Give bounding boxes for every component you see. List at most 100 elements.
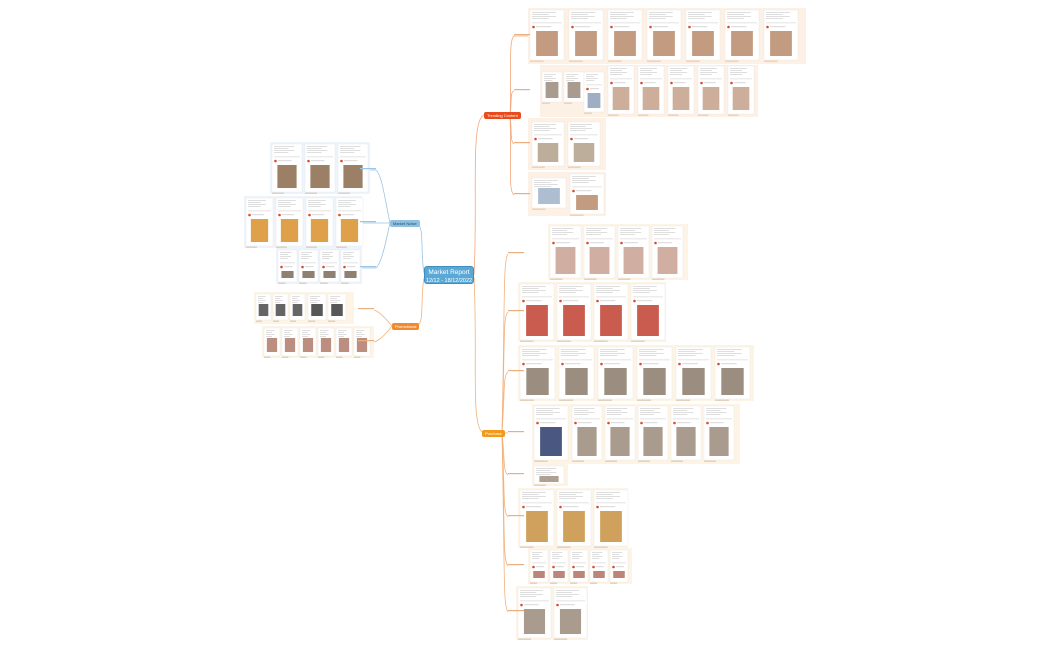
post-card[interactable] <box>724 9 760 62</box>
connector-market-noise <box>415 222 425 274</box>
post-card[interactable] <box>609 549 629 584</box>
post-card[interactable] <box>703 405 735 462</box>
post-card[interactable] <box>651 225 684 280</box>
post-card[interactable] <box>549 225 582 280</box>
post-card[interactable] <box>604 405 636 462</box>
post-card[interactable] <box>263 327 281 358</box>
post-card[interactable] <box>567 121 601 168</box>
post-card[interactable] <box>517 587 552 640</box>
subtopic-label[interactable] <box>360 266 376 268</box>
post-card[interactable] <box>298 249 319 284</box>
post-card[interactable] <box>558 346 595 401</box>
post-card[interactable] <box>531 177 567 210</box>
subtopic-label[interactable] <box>508 431 524 433</box>
post-card[interactable] <box>637 65 665 116</box>
subtopic-label[interactable] <box>358 340 374 342</box>
subtopic-label[interactable] <box>508 310 524 312</box>
post-card[interactable] <box>304 143 336 194</box>
post-card[interactable] <box>529 549 549 584</box>
post-card[interactable] <box>255 293 272 322</box>
post-card[interactable] <box>630 283 666 342</box>
post-card[interactable] <box>617 225 650 280</box>
post-card[interactable] <box>272 293 289 322</box>
post-card[interactable] <box>317 327 335 358</box>
post-card[interactable] <box>714 346 751 401</box>
post-card[interactable] <box>697 65 725 116</box>
branch-market-noise[interactable]: Market Noise <box>390 220 420 227</box>
post-card[interactable] <box>307 293 327 322</box>
post-card[interactable] <box>519 346 556 401</box>
post-card[interactable] <box>531 121 565 168</box>
post-card[interactable] <box>337 143 369 194</box>
branch-promotional[interactable]: Promotional <box>392 323 420 330</box>
subtopic-label[interactable] <box>360 168 376 170</box>
post-card[interactable] <box>319 249 340 284</box>
subtopic-label[interactable] <box>508 252 524 254</box>
post-card[interactable] <box>667 65 695 116</box>
post-card[interactable] <box>569 173 605 216</box>
post-card[interactable] <box>607 9 643 62</box>
post-card[interactable] <box>569 549 589 584</box>
central-node[interactable]: Market Report 12/12 - 18/12/2022 <box>424 266 474 284</box>
post-card[interactable] <box>335 197 364 248</box>
post-card[interactable] <box>289 293 306 322</box>
post-card[interactable] <box>271 143 303 194</box>
post-card[interactable] <box>549 549 569 584</box>
post-card[interactable] <box>519 489 555 548</box>
post-card[interactable] <box>571 405 603 462</box>
subtopic-label[interactable] <box>508 564 524 566</box>
subtopic-label[interactable] <box>358 308 374 310</box>
post-card[interactable] <box>541 71 563 104</box>
post-card[interactable] <box>583 225 616 280</box>
post-card[interactable] <box>245 197 274 248</box>
post-card[interactable] <box>597 346 634 401</box>
subtopic-label[interactable] <box>360 221 376 223</box>
connector-trending <box>473 114 485 276</box>
post-card[interactable] <box>519 283 555 342</box>
post-card[interactable] <box>353 327 371 358</box>
post-card[interactable] <box>305 197 334 248</box>
connector-purchase <box>473 276 485 434</box>
post-card[interactable] <box>646 9 682 62</box>
post-cards <box>245 9 799 640</box>
subtopic-label[interactable] <box>514 34 530 36</box>
post-card[interactable] <box>593 283 629 342</box>
post-card[interactable] <box>556 283 592 342</box>
branch-purchase[interactable]: Purchase <box>482 430 505 437</box>
post-card[interactable] <box>299 327 317 358</box>
subtopic-label[interactable] <box>514 142 530 144</box>
post-card[interactable] <box>529 9 565 62</box>
post-card[interactable] <box>553 587 588 640</box>
post-card[interactable] <box>340 249 361 284</box>
post-card[interactable] <box>583 71 605 114</box>
connector-promotional <box>415 277 425 327</box>
post-card[interactable] <box>593 489 629 548</box>
post-card[interactable] <box>533 465 565 486</box>
subtopic-label[interactable] <box>508 370 524 372</box>
post-card[interactable] <box>637 405 669 462</box>
post-card[interactable] <box>281 327 299 358</box>
post-card[interactable] <box>670 405 702 462</box>
subtopic-label[interactable] <box>508 515 524 517</box>
post-card[interactable] <box>277 249 298 284</box>
post-card[interactable] <box>685 9 721 62</box>
post-card[interactable] <box>568 9 604 62</box>
subtopic-label[interactable] <box>514 193 530 195</box>
post-card[interactable] <box>607 65 635 116</box>
post-card[interactable] <box>763 9 799 62</box>
post-card[interactable] <box>335 327 353 358</box>
post-card[interactable] <box>556 489 592 548</box>
post-card[interactable] <box>636 346 673 401</box>
post-card[interactable] <box>533 405 569 462</box>
post-card[interactable] <box>275 197 304 248</box>
post-card[interactable] <box>563 71 585 104</box>
subtopic-label[interactable] <box>508 473 524 475</box>
post-card[interactable] <box>727 65 755 116</box>
post-card[interactable] <box>327 293 347 322</box>
subtopic-label[interactable] <box>514 89 530 91</box>
post-card[interactable] <box>589 549 609 584</box>
post-card[interactable] <box>675 346 712 401</box>
subtopic-label[interactable] <box>508 610 524 612</box>
branch-trending-content[interactable]: Trending Content <box>484 112 521 119</box>
